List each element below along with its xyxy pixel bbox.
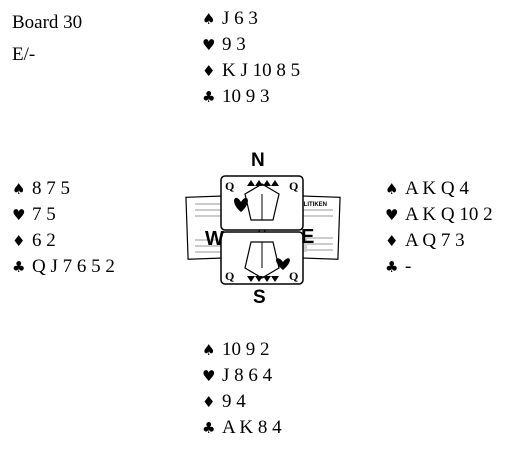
diamond-icon: ♦ xyxy=(385,228,405,254)
north-diamonds: ♦K J 10 8 5 xyxy=(202,58,300,84)
card-table-icon: POLITIKEN Q Q Q Q N W E S xyxy=(183,150,343,310)
west-clubs: ♣Q J 7 6 5 2 xyxy=(12,254,115,280)
east-hearts: ♥A K Q 10 2 xyxy=(385,202,493,228)
diamond-icon: ♦ xyxy=(12,228,32,254)
south-diamonds: ♦9 4 xyxy=(202,389,282,415)
queen-card-bottom: Q Q xyxy=(221,232,303,284)
east-spades: ♠A K Q 4 xyxy=(385,176,493,202)
north-label: N xyxy=(251,150,265,171)
bridge-table-graphic: POLITIKEN Q Q Q Q N W E S xyxy=(183,150,343,310)
south-spades: ♠10 9 2 xyxy=(202,337,282,363)
club-icon: ♣ xyxy=(202,415,222,441)
spade-icon: ♠ xyxy=(385,176,405,202)
west-diamonds: ♦6 2 xyxy=(12,228,115,254)
spade-icon: ♠ xyxy=(202,6,222,32)
south-label: S xyxy=(253,287,266,308)
south-hearts: ♥J 8 6 4 xyxy=(202,363,282,389)
heart-icon: ♥ xyxy=(385,202,405,228)
queen-card-top: Q Q xyxy=(221,176,303,230)
north-spades: ♠J 6 3 xyxy=(202,6,300,32)
spade-icon: ♠ xyxy=(202,337,222,363)
heart-icon: ♥ xyxy=(12,202,32,228)
club-icon: ♣ xyxy=(385,254,405,280)
diamond-icon: ♦ xyxy=(202,58,222,84)
svg-text:Q: Q xyxy=(289,179,298,193)
south-hand: ♠10 9 2 ♥J 8 6 4 ♦9 4 ♣A K 8 4 xyxy=(202,337,282,441)
svg-text:Q: Q xyxy=(225,179,234,193)
north-clubs: ♣10 9 3 xyxy=(202,84,300,110)
east-label: E xyxy=(301,226,314,248)
west-hearts: ♥7 5 xyxy=(12,202,115,228)
west-spades: ♠8 7 5 xyxy=(12,176,115,202)
south-clubs: ♣A K 8 4 xyxy=(202,415,282,441)
east-clubs: ♣- xyxy=(385,254,493,280)
north-hand: ♠J 6 3 ♥9 3 ♦K J 10 8 5 ♣10 9 3 xyxy=(202,6,300,110)
west-label: W xyxy=(205,228,224,250)
vulnerability: E/- xyxy=(12,44,35,66)
diamond-icon: ♦ xyxy=(202,389,222,415)
club-icon: ♣ xyxy=(12,254,32,280)
west-hand: ♠8 7 5 ♥7 5 ♦6 2 ♣Q J 7 6 5 2 xyxy=(12,176,115,280)
heart-icon: ♥ xyxy=(202,363,222,389)
club-icon: ♣ xyxy=(202,84,222,110)
heart-icon: ♥ xyxy=(202,32,222,58)
east-hand: ♠A K Q 4 ♥A K Q 10 2 ♦A Q 7 3 ♣- xyxy=(385,176,493,280)
north-hearts: ♥9 3 xyxy=(202,32,300,58)
svg-text:Q: Q xyxy=(289,269,298,283)
board-number: Board 30 xyxy=(12,12,82,34)
svg-text:Q: Q xyxy=(225,269,234,283)
spade-icon: ♠ xyxy=(12,176,32,202)
east-diamonds: ♦A Q 7 3 xyxy=(385,228,493,254)
